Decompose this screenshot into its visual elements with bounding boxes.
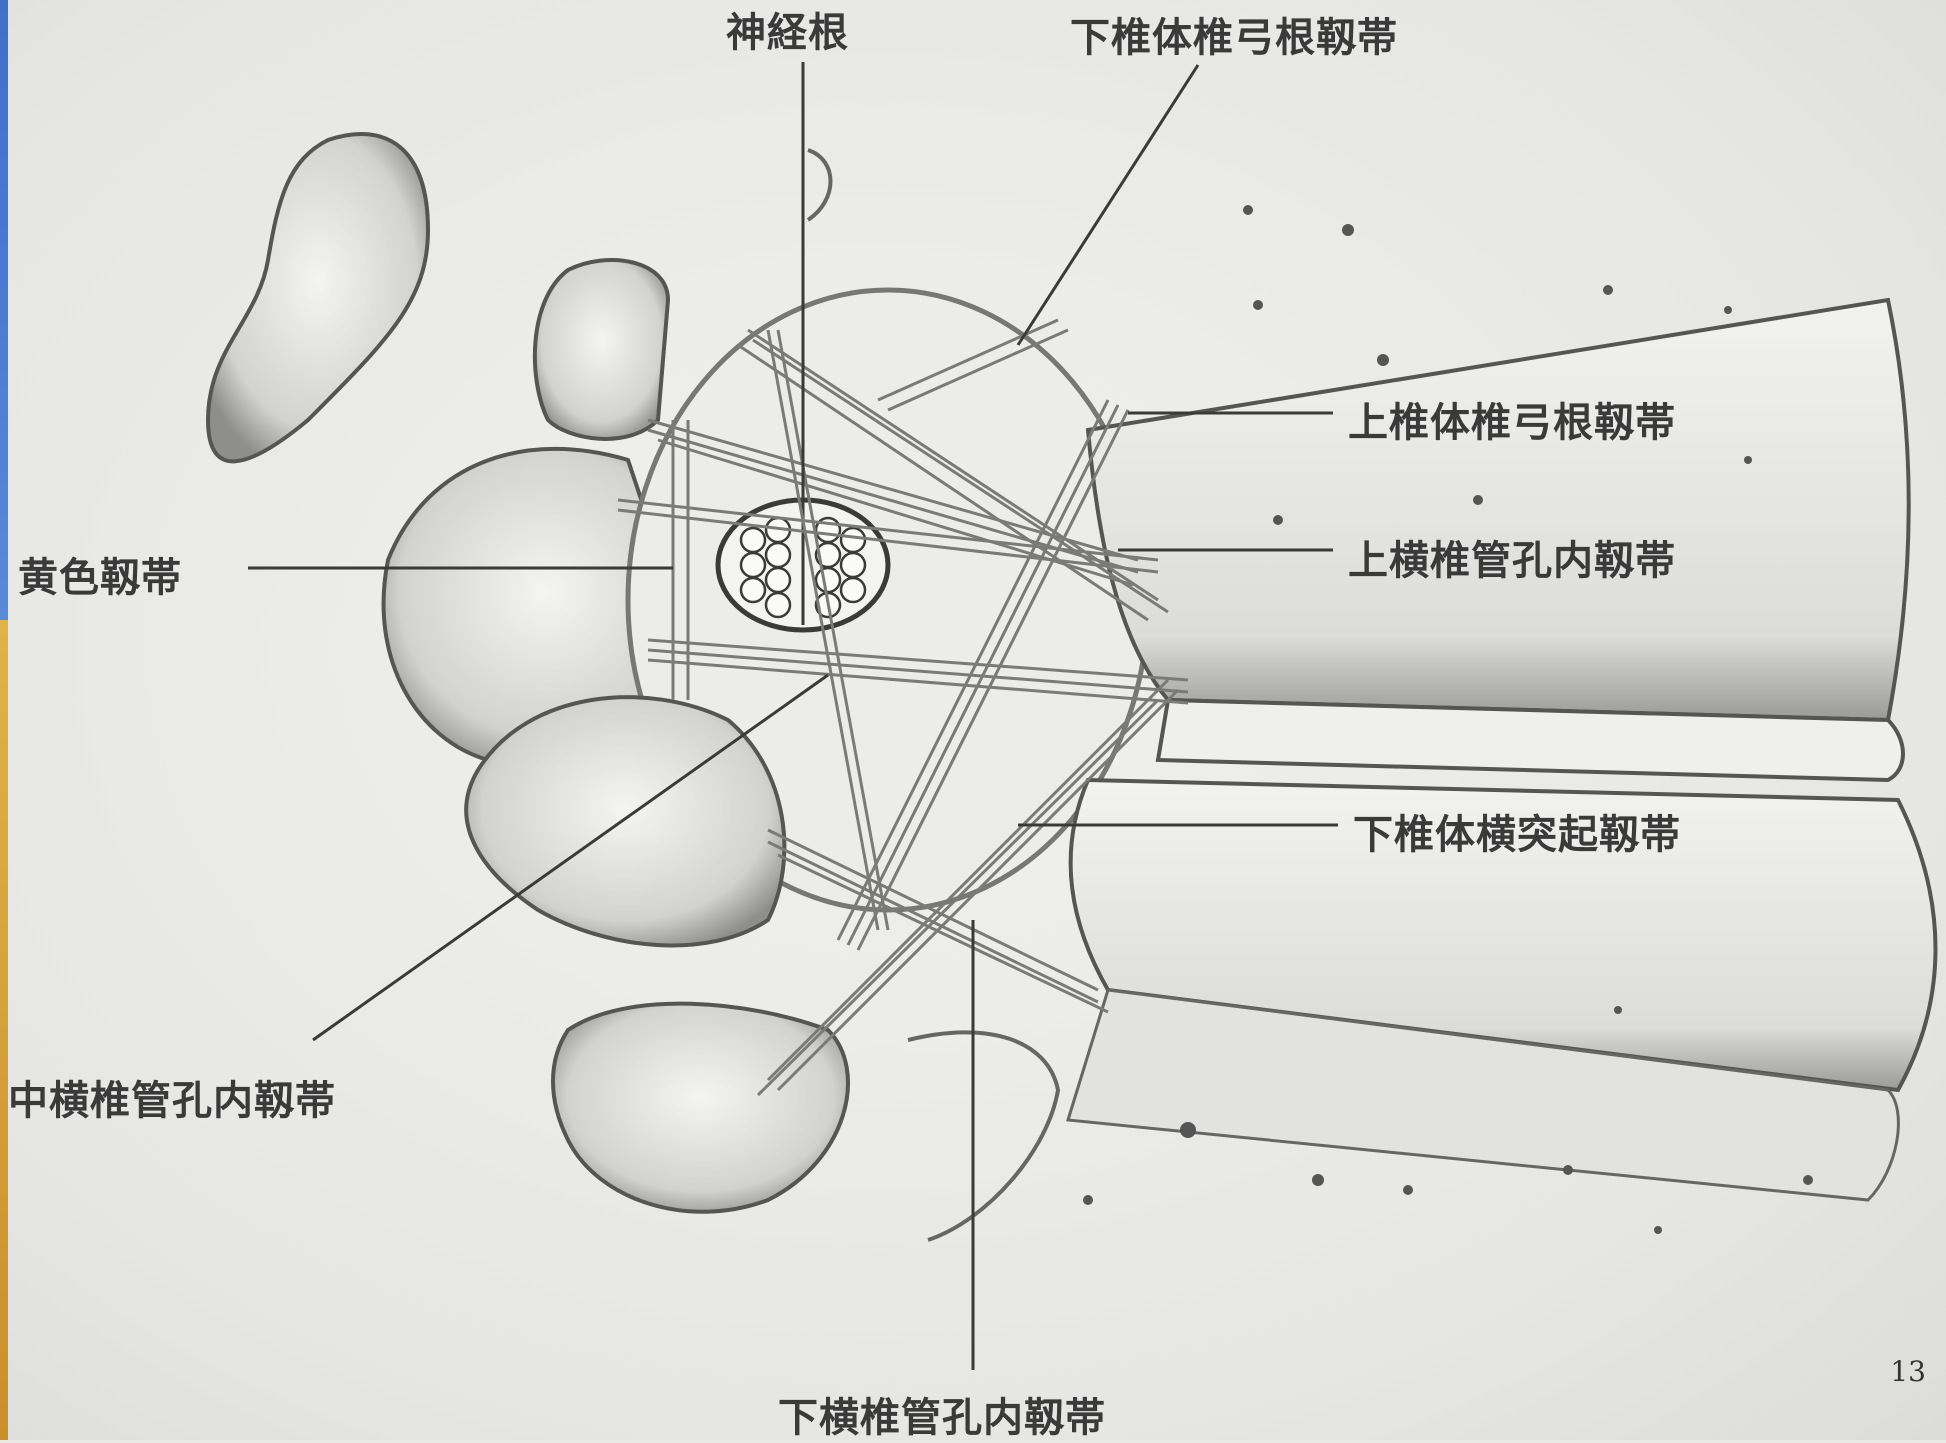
label-lower-body-pedicle-ligament: 下椎体椎弓根靱帯 bbox=[1070, 5, 1398, 63]
spine-foramen-drawing bbox=[8, 0, 1946, 1440]
label-lower-transforaminal-ligament: 下横椎管孔内靱帯 bbox=[778, 1385, 1106, 1443]
anatomy-figure: 神経根 下椎体椎弓根靱帯 上椎体椎弓根靱帯 上横椎管孔内靱帯 黄色靱帯 下椎体横… bbox=[8, 0, 1946, 1440]
lower-process bbox=[553, 1004, 848, 1212]
slide-accent-blue bbox=[0, 0, 8, 640]
leader-lower-pedicle bbox=[1018, 65, 1198, 345]
label-upper-transforaminal-ligament: 上横椎管孔内靱帯 bbox=[1348, 528, 1676, 586]
superior-articular-process bbox=[535, 260, 668, 439]
upper-vertebral-body bbox=[1088, 300, 1909, 720]
page-number: 13 bbox=[1890, 1355, 1926, 1388]
label-middle-transforaminal-ligament: 中横椎管孔内靱帯 bbox=[8, 1068, 336, 1126]
label-upper-body-pedicle-ligament: 上椎体椎弓根靱帯 bbox=[1348, 390, 1676, 448]
label-nerve-root: 神経根 bbox=[726, 0, 849, 58]
label-ligamentum-flavum: 黄色靱帯 bbox=[18, 545, 182, 603]
label-lower-body-transverse-process-ligament: 下椎体横突起靱帯 bbox=[1353, 802, 1681, 860]
inferior-facet bbox=[466, 697, 784, 945]
upper-facet-shape bbox=[208, 134, 428, 461]
